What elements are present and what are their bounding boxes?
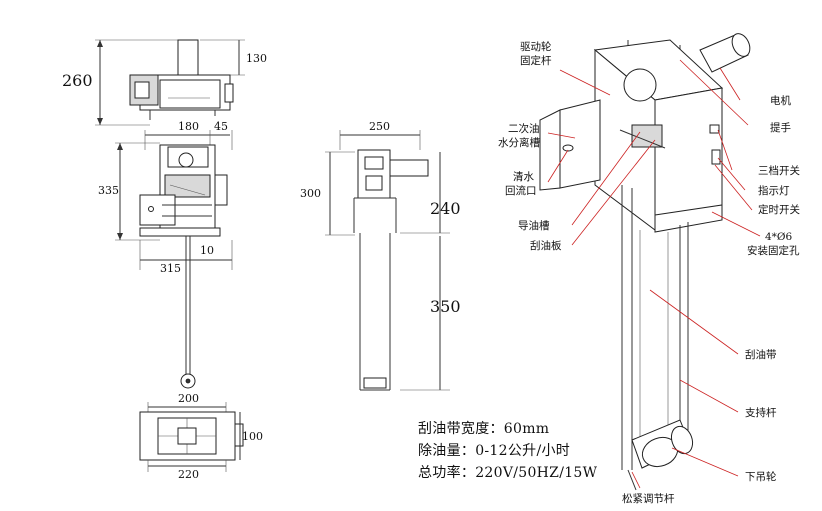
label-handle: 提手 [770, 121, 791, 134]
spec-belt-width: 刮油带宽度：60mm [418, 421, 550, 437]
dim-front-small: 10 [200, 244, 214, 257]
label-indicator: 指示灯 [758, 184, 790, 197]
spec-oil-removal: 除油量：0-12公升/小时 [418, 443, 571, 459]
spec-total-power: 总功率：220V/50HZ/15W [418, 465, 598, 481]
dim-side-lower: 350 [430, 297, 461, 316]
dim-front-height: 335 [98, 184, 119, 197]
label-lower-wheel: 下吊轮 [745, 470, 777, 483]
label-three-switch: 三档开关 [758, 164, 800, 177]
dim-bottom-width: 200 [178, 392, 199, 405]
label-mount-holes-2: 安装固定孔 [747, 244, 800, 257]
dim-top-motor: 130 [246, 52, 267, 65]
label-belt: 刮油带 [745, 348, 777, 361]
dim-side-width: 250 [369, 120, 390, 133]
dim-front-width: 180 [178, 120, 199, 133]
label-water-outlet-2: 回流口 [505, 184, 537, 197]
dim-top-height: 260 [62, 71, 93, 90]
dim-side-height: 300 [300, 187, 321, 200]
dim-bottom-depth: 100 [242, 430, 263, 443]
dim-side-upper: 240 [430, 199, 461, 218]
label-mount-holes-1: 4*Ø6 [765, 231, 793, 243]
isometric-view: 驱动轮 固定杆 二次油 水分离槽 清水 回流口 导油槽 刮油板 电机 提手 三档… [498, 33, 800, 505]
label-oil-guide: 导油槽 [518, 219, 550, 232]
top-view: 260 130 [62, 39, 267, 126]
side-view: 250 300 240 350 [300, 120, 461, 391]
label-water-outlet-1: 清水 [513, 170, 534, 183]
label-motor: 电机 [770, 94, 791, 107]
label-support-rod: 支持杆 [745, 406, 777, 419]
label-separator-1: 二次油 [508, 122, 540, 135]
bottom-view: 200 100 220 [139, 392, 263, 481]
label-timer: 定时开关 [758, 203, 800, 216]
label-drive-wheel-2: 固定杆 [520, 54, 552, 67]
label-drive-wheel-1: 驱动轮 [520, 40, 552, 53]
label-tension-rod: 松紧调节杆 [622, 492, 675, 505]
label-scraper: 刮油板 [530, 239, 562, 252]
front-view: 180 45 335 315 10 [98, 120, 233, 389]
dim-front-base: 315 [160, 262, 181, 275]
dim-bottom-base: 220 [178, 468, 199, 481]
dim-front-side: 45 [214, 120, 228, 133]
label-separator-2: 水分离槽 [498, 136, 540, 149]
